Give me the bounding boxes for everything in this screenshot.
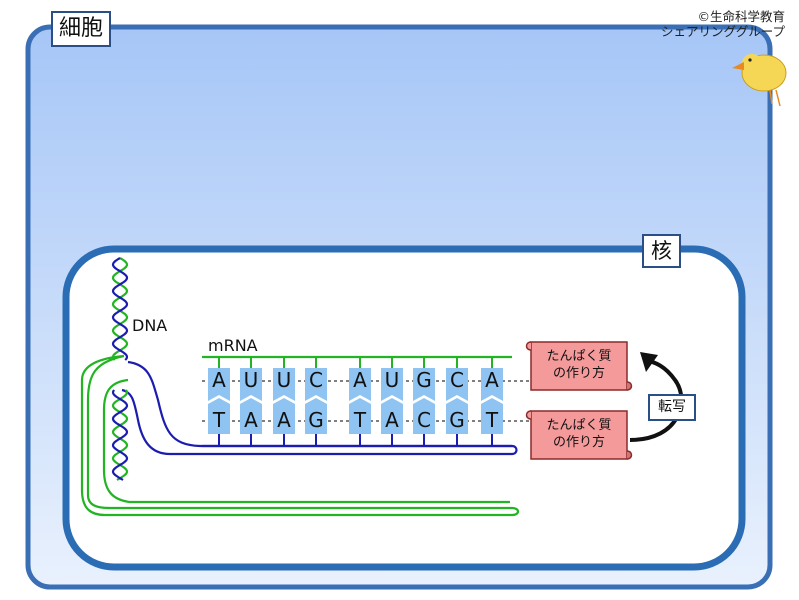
mrna-base: C [309, 368, 323, 392]
copyright-line1: ©生命科学教育 [697, 9, 785, 24]
mrna-base: C [450, 368, 464, 392]
mrna-base-block [240, 368, 262, 401]
dna-helix-bottom [111, 389, 129, 481]
mrna-base-block [446, 368, 468, 401]
helix-strand [111, 389, 129, 481]
mrna-base-block [413, 368, 435, 401]
mrna-base: U [276, 368, 292, 392]
dna-base: T [212, 408, 226, 432]
scroll-1 [525, 341, 633, 391]
mrna-base: G [416, 368, 432, 392]
chick-mascot [732, 54, 787, 107]
dna-base-block [273, 398, 295, 434]
mrna-label: mRNA [208, 336, 258, 355]
dna-base: A [385, 408, 399, 432]
mrna-base-block [381, 368, 403, 401]
dna-base: G [308, 408, 324, 432]
dna-base: T [353, 408, 367, 432]
dna-base: A [244, 408, 258, 432]
nucleus-envelope [62, 245, 746, 571]
copyright-line2: シェアリンググループ [660, 24, 785, 39]
mrna-base: A [212, 368, 226, 392]
dna-base-block [240, 398, 262, 434]
scroll-2 [525, 410, 633, 460]
nucleus-label: 核 [642, 234, 681, 268]
dna-base: T [485, 408, 499, 432]
mrna-base: U [243, 368, 259, 392]
dna-base: C [417, 408, 431, 432]
mrna-base: A [353, 368, 367, 392]
mrna-base: A [485, 368, 499, 392]
helix-strand [111, 257, 129, 361]
dna-base-block [305, 398, 327, 434]
dna-base-block [381, 398, 403, 434]
helix-strand [111, 257, 129, 361]
dna-base-block [349, 398, 371, 434]
dna-label: DNA [132, 316, 168, 335]
dna-base: A [277, 408, 291, 432]
arrow-head-icon [640, 352, 658, 372]
scroll-text-1: たんぱく質 の作り方 [546, 349, 612, 381]
dna-base-block [481, 398, 503, 434]
dna-green-strand [80, 354, 520, 517]
copyright-text: ©生命科学教育 シェアリンググループ [661, 9, 785, 39]
mrna-base-block [481, 368, 503, 401]
mrna-base-block [305, 368, 327, 401]
scroll-text-2: たんぱく質 の作り方 [546, 418, 612, 450]
mrna-base-block [208, 368, 230, 401]
dna-helix-top [111, 257, 129, 361]
mrna-base-block [349, 368, 371, 401]
mrna-base-block [273, 368, 295, 401]
dna-base-block [446, 398, 468, 434]
dna-base-block [208, 398, 230, 434]
transcription-arrow [629, 358, 684, 442]
dna-base: G [449, 408, 465, 432]
mrna-base: U [384, 368, 400, 392]
dna-base-block [413, 398, 435, 434]
cell-label: 細胞 [51, 11, 112, 47]
dna-blue-strand [121, 360, 518, 456]
transcription-label: 転写 [648, 394, 696, 421]
dna-green-inner [102, 378, 510, 504]
